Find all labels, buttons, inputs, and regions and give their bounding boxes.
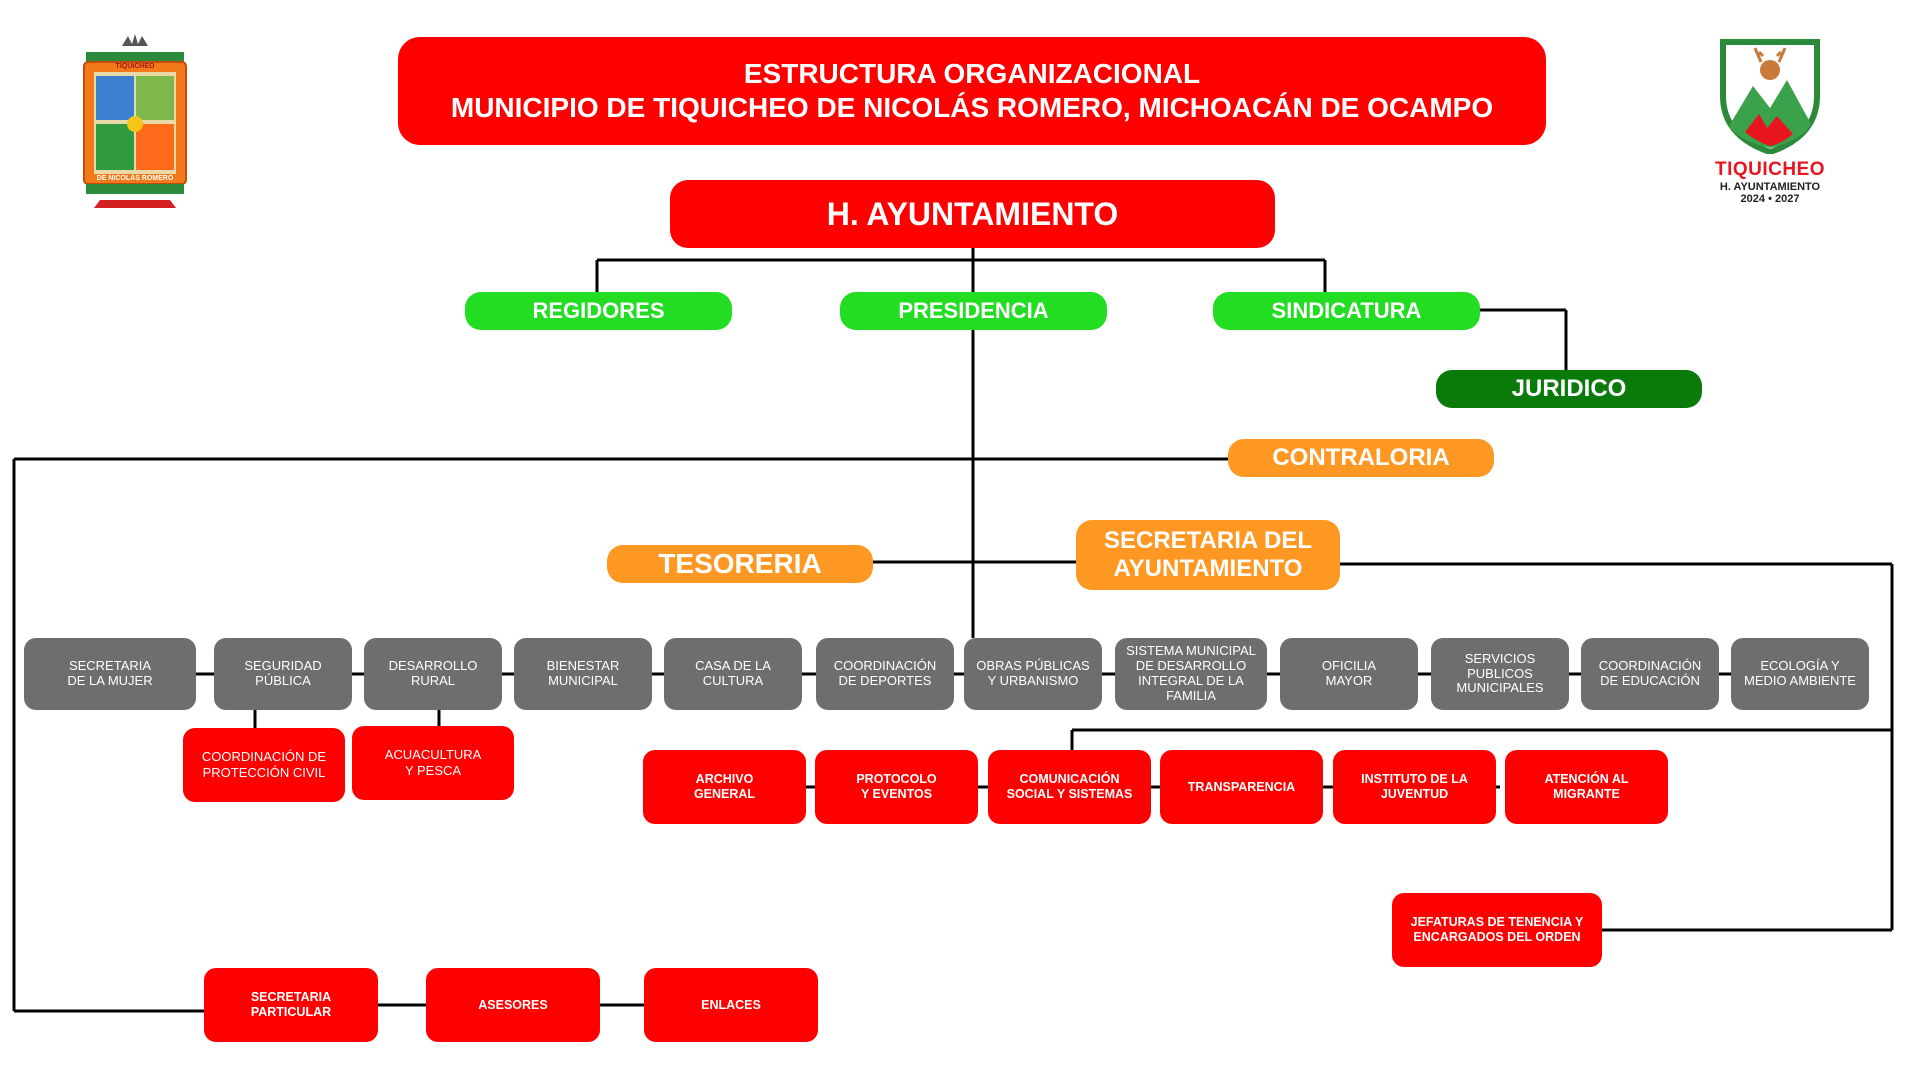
dept-ecologia: ECOLOGÍA Y MEDIO AMBIENTE [1731,638,1869,710]
dept-secretaria-mujer: SECRETARIA DE LA MUJER [24,638,196,710]
unit-archivo-general: ARCHIVO GENERAL [643,750,806,824]
node-secretaria-ayuntamiento: SECRETARIA DEL AYUNTAMIENTO [1076,520,1340,590]
dept-servicios-publicos: SERVICIOS PUBLICOS MUNICIPALES [1431,638,1569,710]
unit-protocolo-eventos: PROTOCOLO Y EVENTOS [815,750,978,824]
node-regidores: REGIDORES [465,292,732,330]
shield-deer-icon [1720,39,1820,156]
dept-dif: SISTEMA MUNICIPAL DE DESARROLLO INTEGRAL… [1115,638,1267,710]
node-tesoreria: TESORERIA [607,545,873,583]
subdept-proteccion-civil: COORDINACIÓN DE PROTECCIÓN CIVIL [183,728,345,802]
dept-desarrollo-rural: DESARROLLO RURAL [364,638,502,710]
logo-brand-text: TIQUICHEO [1714,159,1826,180]
logo-subtitle: H. AYUNTAMIENTO [1719,181,1821,193]
unit-jefaturas-tenencia: JEFATURAS DE TENENCIA Y ENCARGADOS DEL O… [1392,893,1602,967]
ayuntamiento-logo: TIQUICHEO H. AYUNTAMIENTO 2024 • 2027 [1700,36,1840,206]
title-line-2: MUNICIPIO DE TIQUICHEO DE NICOLÁS ROMERO… [450,92,1494,123]
unit-instituto-juventud: INSTITUTO DE LA JUVENTUD [1333,750,1496,824]
subdept-acuacultura: ACUACULTURA Y PESCA [352,726,514,800]
dept-casa-cultura: CASA DE LA CULTURA [664,638,802,710]
unit-atencion-migrante: ATENCIÓN AL MIGRANTE [1505,750,1668,824]
dept-coordinacion-educacion: COORDINACIÓN DE EDUCACIÓN [1581,638,1719,710]
node-sindicatura: SINDICATURA [1213,292,1480,330]
coat-of-arms-icon [83,34,187,208]
page-title: ESTRUCTURA ORGANIZACIONAL MUNICIPIO DE T… [398,37,1546,145]
node-ayuntamiento: H. AYUNTAMIENTO [670,180,1275,248]
coat-top-text: TIQUICHEO [115,63,155,70]
node-contraloria: CONTRALORIA [1228,439,1494,477]
unit-asesores: ASESORES [426,968,600,1042]
dept-coordinacion-deportes: COORDINACIÓN DE DEPORTES [816,638,954,710]
dept-oficilia-mayor: OFICILIA MAYOR [1280,638,1418,710]
logo-period: 2024 • 2027 [1740,193,1800,206]
unit-transparencia: TRANSPARENCIA [1160,750,1323,824]
unit-enlaces: ENLACES [644,968,818,1042]
coat-bottom-text: DE NICOLÁS ROMERO [96,175,174,182]
node-presidencia: PRESIDENCIA [840,292,1107,330]
unit-secretaria-particular: SECRETARIA PARTICULAR [204,968,378,1042]
dept-seguridad-publica: SEGURIDAD PÚBLICA [214,638,352,710]
unit-comunicacion-social: COMUNICACIÓN SOCIAL Y SISTEMAS [988,750,1151,824]
coat-of-arms-logo: TIQUICHEO DE NICOLÁS ROMERO [80,32,190,210]
node-juridico: JURIDICO [1436,370,1702,408]
title-line-1: ESTRUCTURA ORGANIZACIONAL [743,58,1201,90]
dept-obras-publicas: OBRAS PÚBLICAS Y URBANISMO [964,638,1102,710]
dept-bienestar-municipal: BIENESTAR MUNICIPAL [514,638,652,710]
